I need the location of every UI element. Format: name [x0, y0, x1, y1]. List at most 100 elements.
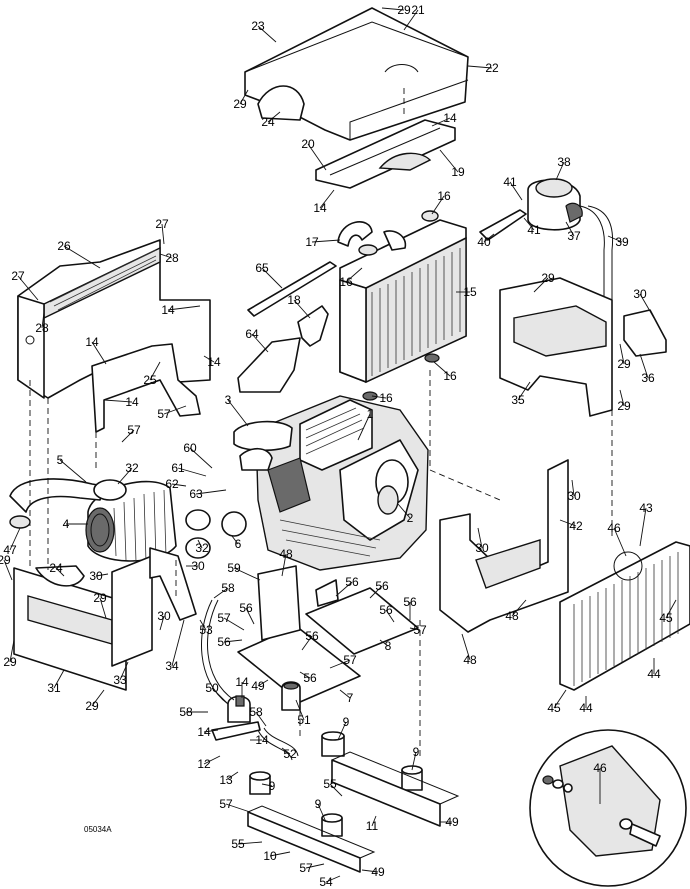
callout-c39: 39	[615, 235, 629, 249]
leader-line-c47	[9, 527, 21, 551]
callout-c49b: 49	[445, 815, 459, 829]
leader-line-c6	[231, 535, 239, 545]
callout-c14f: 14	[125, 395, 139, 409]
frame-rail-front	[247, 805, 376, 873]
callout-c57a: 57	[157, 407, 171, 421]
callout-c16c: 16	[379, 391, 393, 405]
callout-c41b: 41	[527, 223, 541, 237]
front-lower-panel	[13, 565, 127, 691]
leader-line-c59	[233, 567, 261, 581]
leader-line-c16a	[431, 195, 445, 215]
leader-line-c41a	[509, 181, 523, 201]
callout-c32a: 32	[125, 461, 139, 475]
engine-hood	[244, 7, 469, 141]
callout-c55a: 55	[323, 777, 337, 791]
leader-line-c61	[177, 467, 207, 477]
leader-line-c29d	[619, 343, 625, 365]
radiator-bracket	[247, 261, 337, 317]
leader-line-c25	[149, 361, 161, 381]
callout-c56b: 56	[375, 579, 389, 593]
callout-c62: 62	[165, 477, 179, 491]
callout-c34: 34	[165, 659, 179, 673]
callout-c57d: 57	[343, 653, 357, 667]
callout-c57e: 57	[413, 623, 427, 637]
callout-c28b: 28	[35, 321, 49, 335]
callout-c15: 15	[463, 285, 477, 299]
leader-line-c56c	[245, 607, 255, 625]
leader-line-c43	[639, 507, 647, 547]
callout-c24a: 24	[261, 115, 275, 129]
callout-c56g: 56	[403, 595, 417, 609]
leader-line-c30b	[477, 527, 483, 549]
callout-c33: 33	[113, 673, 127, 687]
callout-c14h: 14	[197, 725, 211, 739]
leader-line-c56d	[385, 609, 395, 623]
callout-c19: 19	[451, 165, 465, 179]
drawing-code: 05034A	[84, 825, 112, 834]
callout-c29d: 29	[617, 357, 631, 371]
leader-line-c29f	[3, 559, 13, 581]
leader-line-c32a	[117, 467, 133, 485]
callout-c45a: 45	[659, 611, 673, 625]
leader-line-c29h	[9, 639, 15, 663]
callout-c46a: 46	[607, 521, 621, 535]
leader-line-c48b	[511, 599, 527, 617]
leader-line-c30a	[639, 293, 655, 319]
leader-line-c50	[211, 687, 229, 705]
callout-c24b: 24	[49, 561, 63, 575]
callout-c16d: 16	[443, 369, 457, 383]
callout-c48b: 48	[505, 609, 519, 623]
callout-c3: 3	[225, 393, 232, 407]
leader-line-c16c	[371, 395, 387, 399]
callout-c30e: 30	[191, 559, 205, 573]
leader-line-c57c	[223, 617, 245, 631]
callout-c26: 26	[57, 239, 71, 253]
callout-c46b: 46	[593, 761, 607, 775]
callout-c56c: 56	[239, 601, 253, 615]
leader-line-c29a	[381, 7, 405, 11]
callout-c20: 20	[301, 137, 315, 151]
detail-inset	[529, 729, 687, 887]
callout-c29a: 29	[397, 3, 411, 17]
leader-line-c27b	[17, 275, 39, 301]
callout-c65: 65	[255, 261, 269, 275]
leader-line-c29e	[619, 389, 625, 407]
rear-mount-bracket	[439, 459, 569, 633]
callout-c11: 11	[366, 819, 379, 833]
leader-line-c11	[371, 815, 377, 827]
leader-line-c39	[607, 235, 623, 243]
callout-layer: 2122232429291420191416171615161665186438…	[0, 3, 677, 889]
leader-line-c53	[199, 619, 207, 631]
assembly-guide-lines	[29, 88, 613, 760]
leader-line-c33	[119, 661, 129, 681]
callout-c44b: 44	[579, 701, 593, 715]
leader-line-c9a	[337, 721, 347, 741]
hood-support-bracket	[315, 119, 456, 189]
callout-c63: 63	[189, 487, 203, 501]
leader-line-c57e	[409, 627, 421, 631]
leader-line-c23	[257, 25, 277, 43]
leader-line-c45b	[553, 689, 567, 709]
callout-c30a: 30	[633, 287, 647, 301]
callout-c29c: 29	[541, 271, 555, 285]
leader-line-c57b	[121, 429, 135, 443]
leader-line-c17	[311, 239, 341, 243]
leader-line-c58a	[213, 587, 229, 599]
leader-line-c29i	[91, 689, 105, 707]
leader-line-c10	[269, 851, 291, 857]
leader-line-c63	[195, 489, 227, 495]
leader-line-c38	[555, 161, 565, 181]
leader-line-c54	[325, 875, 341, 883]
callout-c57c: 57	[217, 611, 231, 625]
leader-line-c16b	[345, 267, 363, 283]
leader-line-c24a	[267, 111, 281, 123]
leader-line-c28a	[159, 253, 173, 259]
leader-line-c21	[403, 9, 419, 31]
callout-c7: 7	[347, 691, 354, 705]
callout-c1: 1	[367, 407, 374, 421]
leader-line-c5	[59, 459, 87, 483]
callout-c38: 38	[557, 155, 571, 169]
side-lower-panel	[111, 547, 197, 667]
callout-c29i: 29	[85, 699, 99, 713]
